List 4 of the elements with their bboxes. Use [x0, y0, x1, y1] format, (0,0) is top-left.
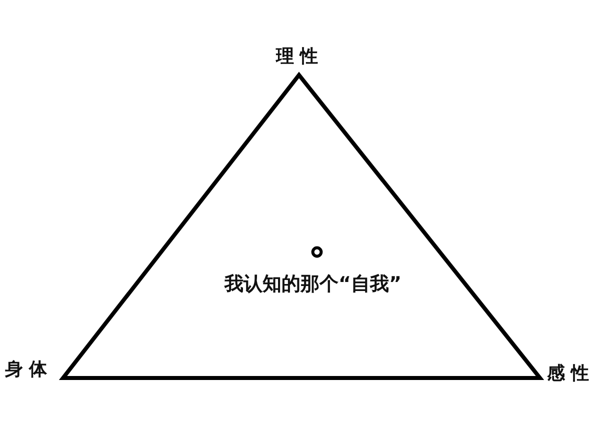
- vertex-label: 感性: [547, 363, 595, 385]
- vertex-label: 理性: [276, 46, 324, 68]
- center-text: 我认知的那个“自我”: [224, 273, 402, 296]
- vertex-label: 身体: [5, 359, 53, 381]
